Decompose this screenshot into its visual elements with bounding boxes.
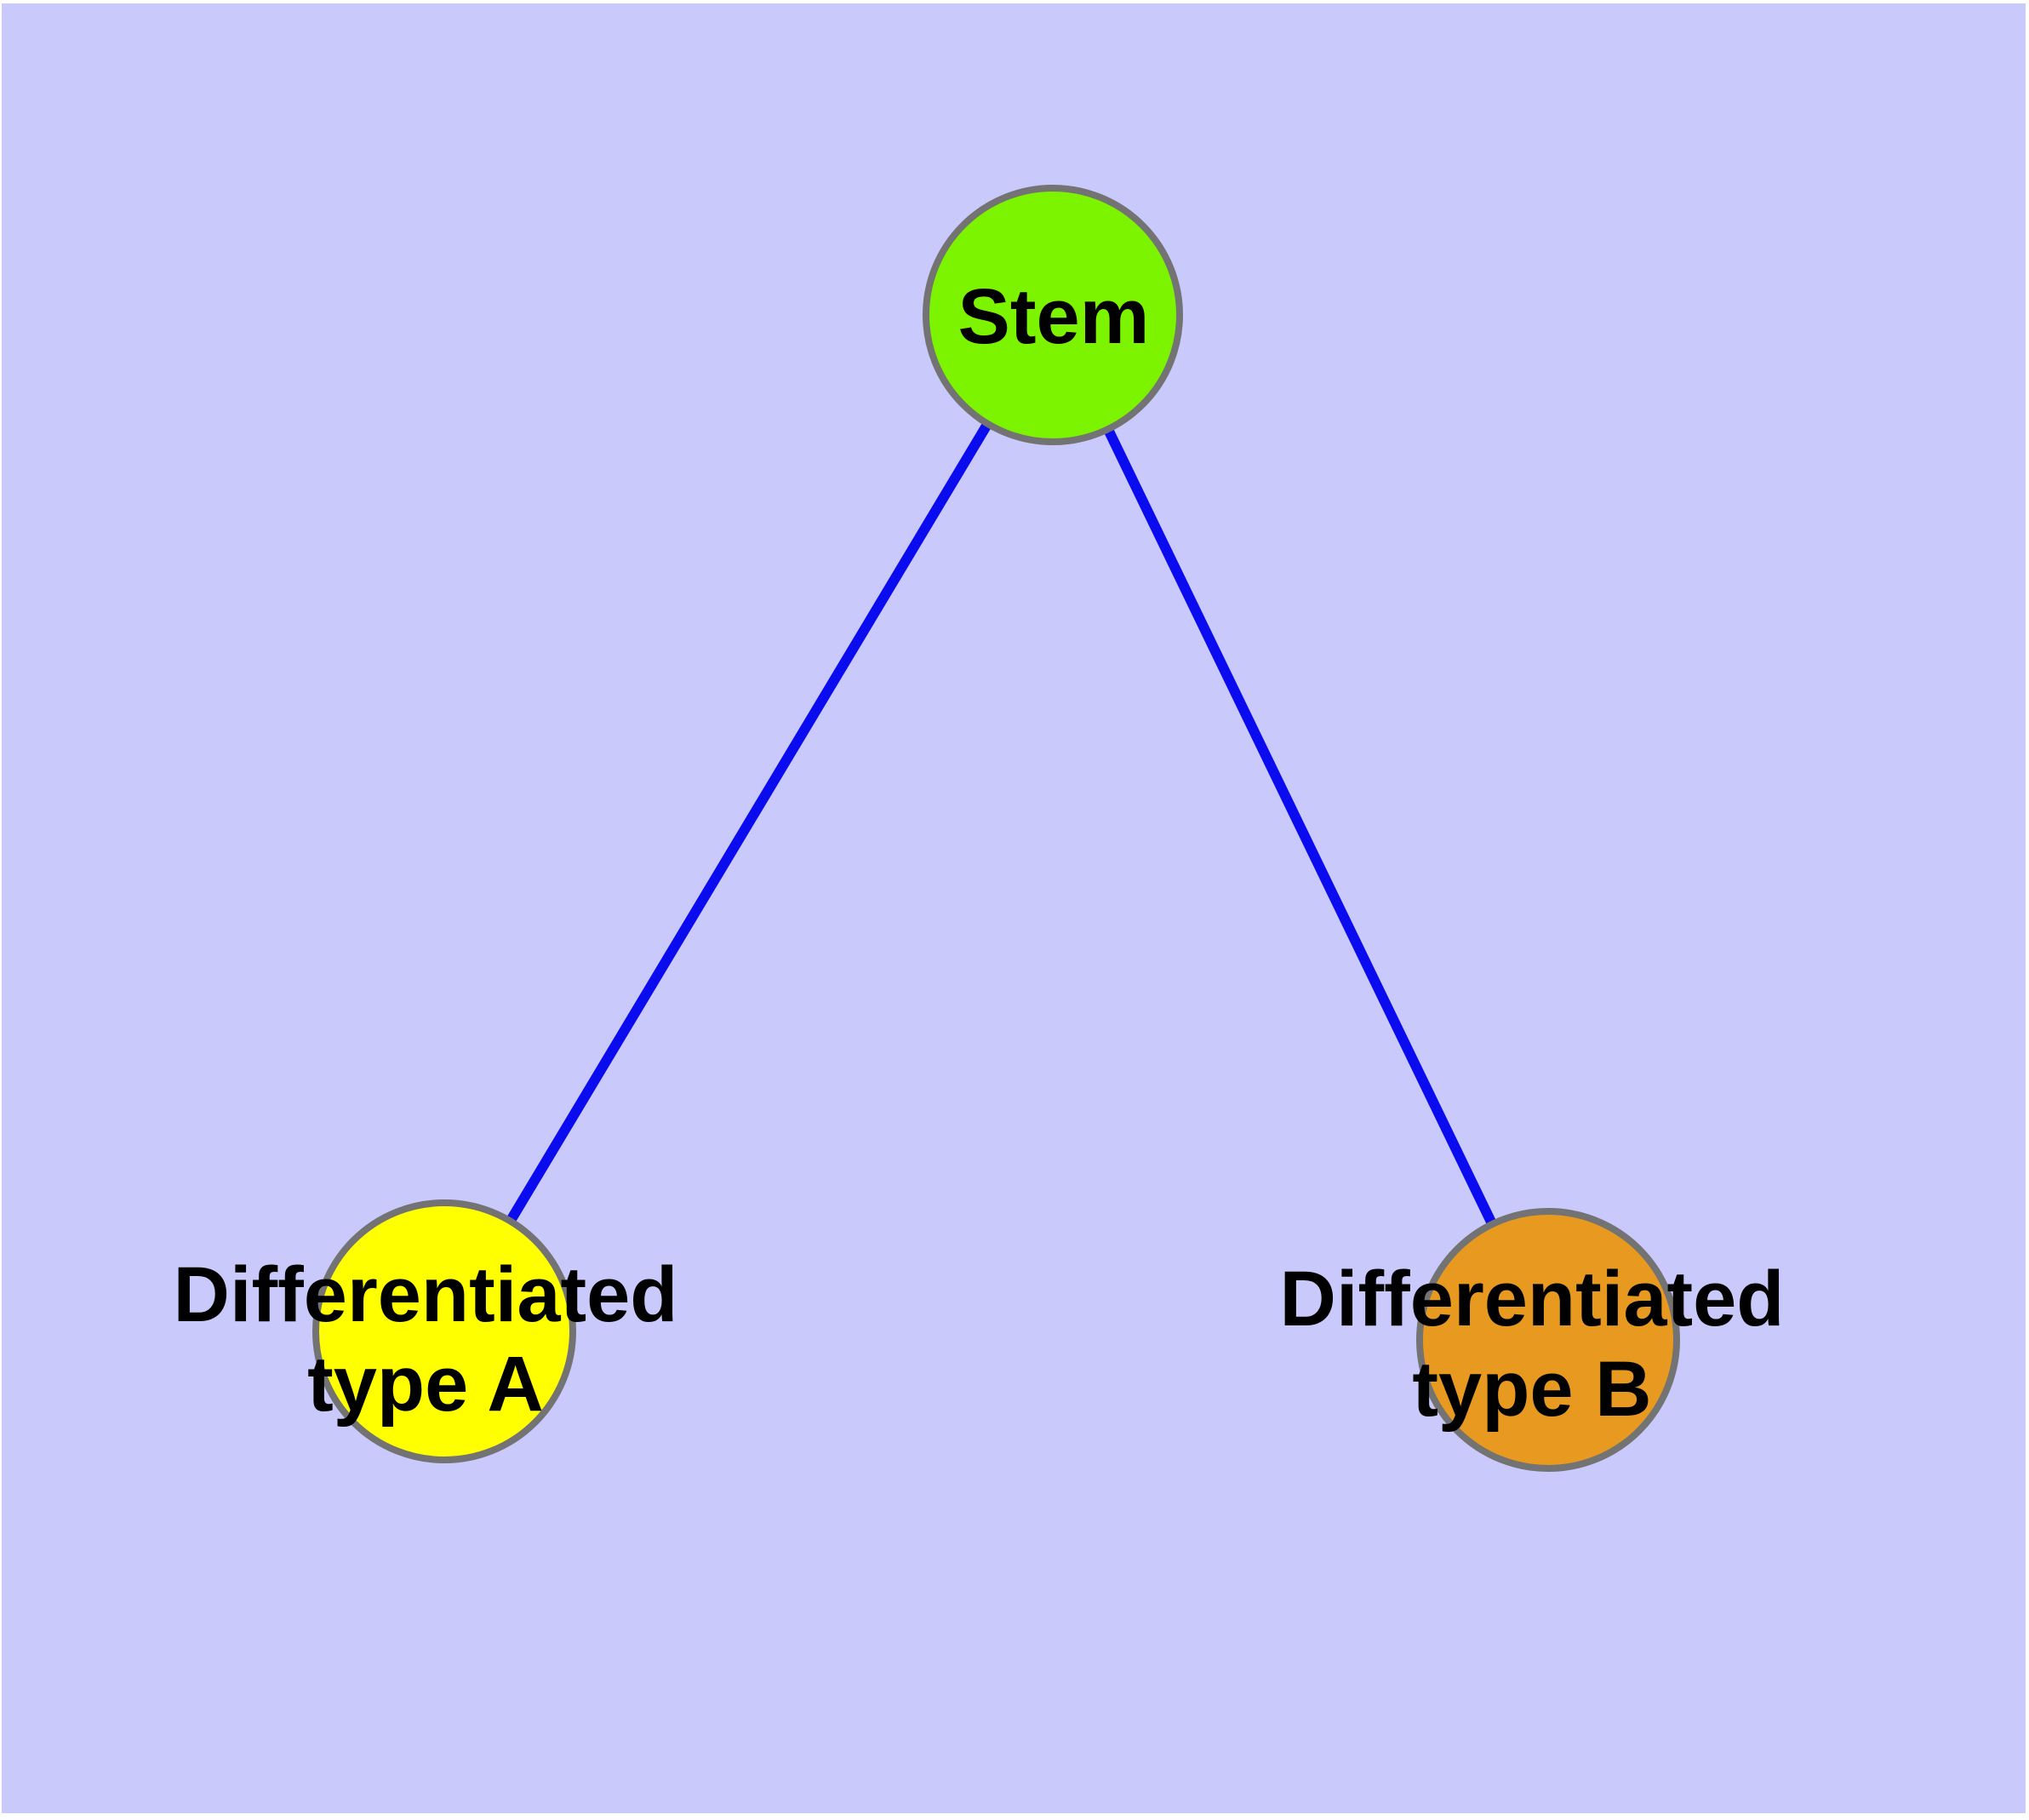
node-type-a-label-line1: Differentiated	[174, 1251, 678, 1338]
node-differentiated-type-a[interactable]	[312, 1199, 576, 1463]
node-stem[interactable]	[923, 185, 1183, 445]
edge-stem-to-type-a	[439, 312, 1058, 1335]
node-differentiated-type-b[interactable]	[1416, 1208, 1680, 1472]
edge-stem-to-type-b	[1048, 312, 1553, 1342]
node-type-b-label-line2: type B	[1412, 1346, 1651, 1433]
node-type-a-label-line2: type A	[307, 1341, 544, 1428]
node-type-b-label-line1: Differentiated	[1280, 1256, 1785, 1342]
node-stem-label: Stem	[958, 273, 1150, 360]
